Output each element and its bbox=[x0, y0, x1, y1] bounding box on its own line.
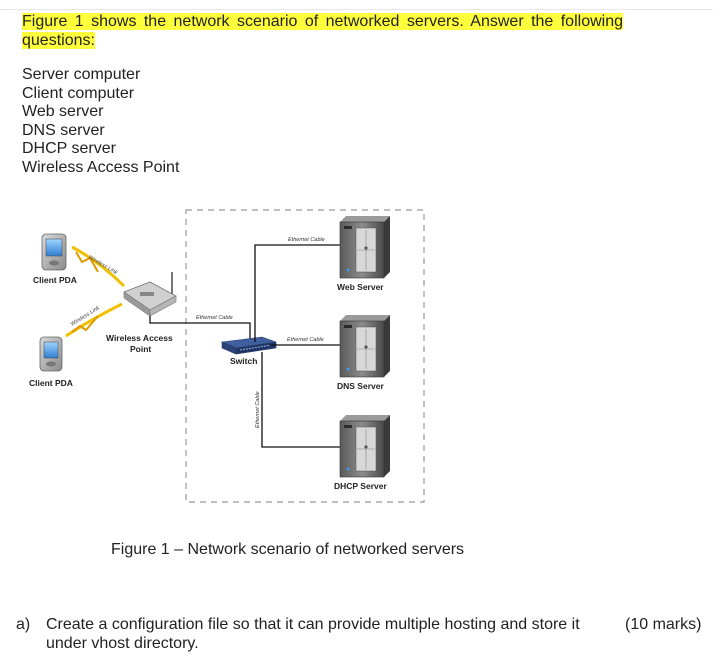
dns-server-label: DNS Server bbox=[337, 381, 384, 391]
intro-text: Figure 1 shows the network scenario of n… bbox=[22, 13, 623, 49]
web-server-icon bbox=[339, 216, 390, 279]
wireless-link-top: Wireless Link bbox=[71, 245, 126, 288]
list-item: Web server bbox=[22, 103, 104, 121]
client-pda-top bbox=[41, 233, 67, 271]
component-list: Server computer Client computer Web serv… bbox=[22, 66, 179, 178]
server-zone-boundary bbox=[185, 209, 425, 503]
cable-dhcp bbox=[261, 352, 340, 448]
cable-ap-switch-label: Ethernet Cable bbox=[196, 315, 233, 321]
top-rule bbox=[0, 9, 713, 10]
question-marks: (10 marks) bbox=[625, 616, 702, 633]
intro-paragraph: Figure 1 shows the network scenario of n… bbox=[22, 12, 623, 50]
wireless-link-bottom: Wireless Link bbox=[65, 302, 123, 338]
client-pda-bottom bbox=[39, 336, 63, 372]
cable-dhcp-label: Ethernet Cable bbox=[255, 391, 261, 428]
cable-ap-switch bbox=[149, 316, 251, 340]
cable-dns-label: Ethernet Cable bbox=[287, 337, 324, 343]
list-item: DHCP server bbox=[22, 140, 116, 158]
switch-icon bbox=[220, 336, 277, 355]
list-item: DNS server bbox=[22, 121, 105, 139]
switch-label: Switch bbox=[230, 356, 257, 366]
client-pda-top-label: Client PDA bbox=[33, 275, 77, 285]
access-point-icon bbox=[123, 272, 177, 317]
question-text-line2: under vhost directory. bbox=[46, 635, 199, 652]
question-label: a) bbox=[16, 616, 31, 633]
dhcp-server-label: DHCP Server bbox=[334, 481, 387, 491]
cable-web-label: Ethernet Cable bbox=[288, 237, 325, 243]
client-pda-bottom-label: Client PDA bbox=[29, 378, 73, 388]
question-text-line1: Create a configuration file so that it c… bbox=[46, 616, 580, 633]
web-server-label: Web Server bbox=[337, 282, 384, 292]
ap-label-line2: Point bbox=[130, 344, 151, 354]
dhcp-server-icon bbox=[339, 415, 390, 478]
dns-server-icon bbox=[339, 315, 390, 378]
network-diagram: Wireless Link Wireless Link Client PDA C… bbox=[29, 209, 425, 503]
list-item: Client computer bbox=[22, 84, 135, 102]
ap-label-line1: Wireless Access bbox=[106, 333, 173, 343]
cable-web bbox=[254, 244, 340, 342]
list-item: Wireless Access Point bbox=[22, 158, 180, 176]
wireless-link-top-label: Wireless Link bbox=[87, 255, 118, 277]
list-item: Server computer bbox=[22, 66, 141, 83]
figure-caption: Figure 1 – Network scenario of networked… bbox=[111, 541, 465, 558]
